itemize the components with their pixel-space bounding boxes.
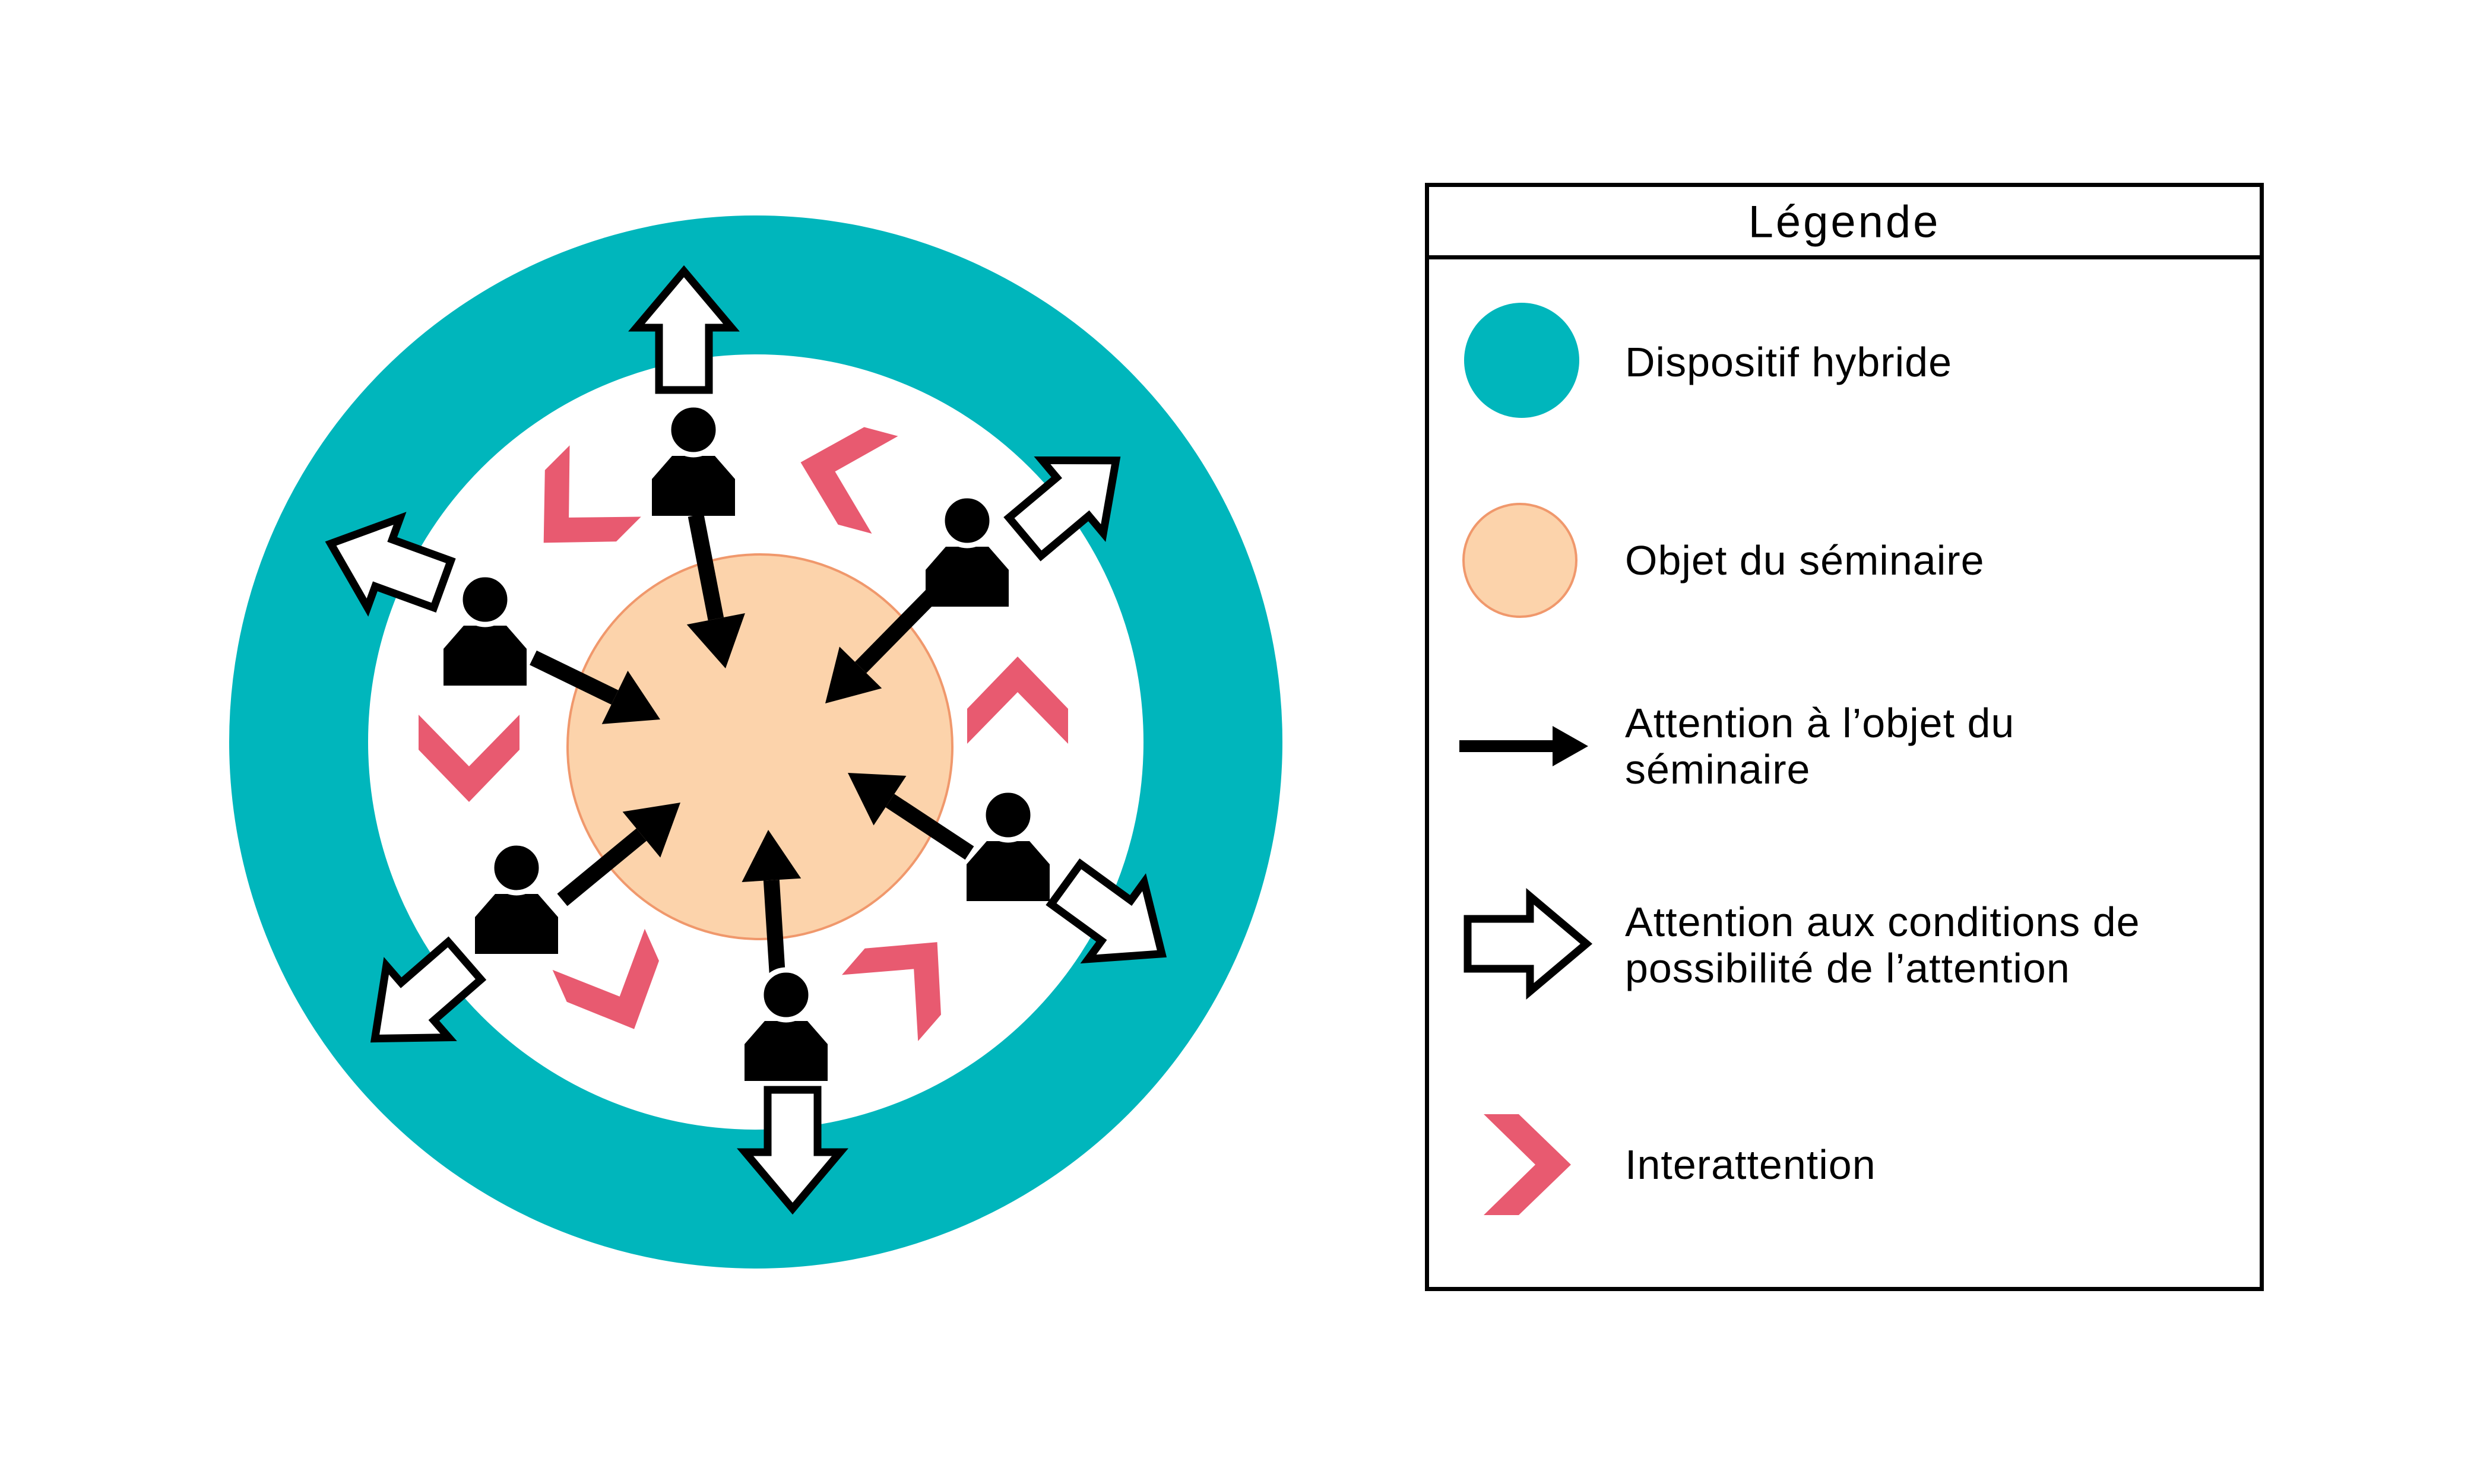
interattention-chevron [1484,1114,1571,1215]
legend-item-attention-objet: Attention à l’objet du séminaire [1625,700,2015,792]
attention-conditions-arrow [1003,456,1121,562]
legend-dispositif-symbol [1464,303,1579,418]
arrow-head [1553,726,1588,766]
interattention-chevron [841,942,941,1041]
arrow-shaft [557,828,647,906]
legend-item-dispositif-hybride: Dispositif hybride [1625,339,1952,385]
legend-title: Légende [1748,196,1941,248]
attention-objet-arrow [825,588,939,703]
participant-icon [652,402,735,516]
legend-objet-symbol [1462,503,1577,618]
person-head [980,787,1036,843]
arrow-shaft [1459,740,1553,752]
participant-icon [967,787,1050,901]
person-torso [926,547,1009,607]
person-torso [745,1021,828,1081]
arrow-head [601,670,660,724]
arrow-shaft [688,513,724,621]
arrow-head [622,803,680,858]
attention-conditions-arrow [325,512,456,617]
legend-item-objet-du-seminaire: Objet du séminaire [1625,537,1985,584]
interattention-chevron [552,928,659,1029]
participant-icon [475,840,558,954]
person-head [457,572,513,627]
person-torso [967,841,1050,901]
legend-divider [1425,255,2264,259]
person-torso [444,626,527,686]
arrow-head [848,773,907,826]
participant-icon [444,572,527,686]
interattention-chevron [419,715,519,802]
attention-conditions-arrow [737,1086,848,1215]
attention-objet-arrow [848,773,974,860]
arrow-head [686,613,745,668]
attention-objet-arrow [530,650,660,724]
objet-du-seminaire-circle [566,553,954,940]
interattention-chevron [543,445,641,543]
person-head [666,402,721,458]
arrow-shaft [854,588,939,673]
attention-objet-arrow [557,803,680,906]
legend-panel [1425,183,2264,1291]
person-head [489,840,544,896]
participant-icon [926,493,1009,607]
dispositif-hybride-ring [229,215,1282,1269]
person-torso [475,894,558,954]
arrow-head [742,830,802,882]
attention-conditions-arrow [1046,858,1167,964]
arrow-shaft [885,794,974,860]
arrow-shaft [530,650,619,705]
arrow-shaft [763,879,786,981]
person-torso [652,456,735,516]
interattention-chevron [967,657,1068,744]
person-head [939,493,995,548]
arrow-head [825,646,882,703]
attention-conditions-arrow [628,265,740,394]
legend-item-attention-conditions: Attention aux conditions de possibilité … [1625,899,2140,991]
attention-objet-arrow [742,830,802,981]
attention-conditions-arrow [1464,888,1593,1000]
attention-objet-arrow [1459,726,1588,766]
participant-icon [745,967,828,1081]
legend-item-interattention: Interattention [1625,1141,1876,1188]
person-head [758,967,814,1023]
interattention-chevron [800,427,898,534]
attention-conditions-arrow [370,936,487,1043]
attention-objet-arrow [686,513,745,668]
